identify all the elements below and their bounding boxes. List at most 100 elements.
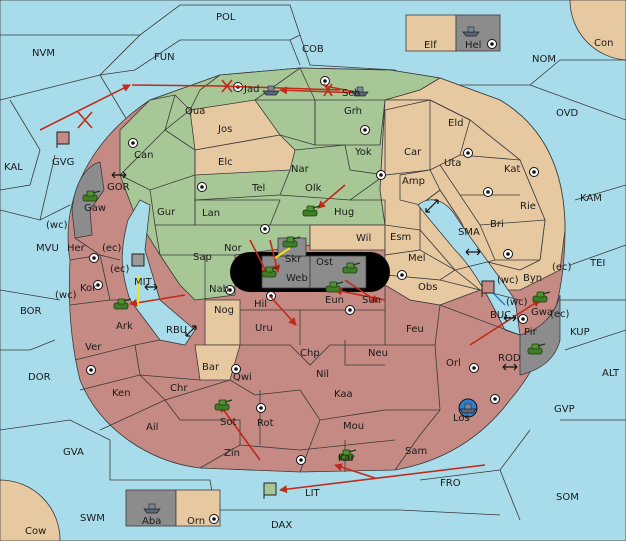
label-kor: Kor (80, 283, 97, 294)
label-kaa: Kaa (334, 389, 353, 400)
label-sot: Sot (220, 417, 236, 428)
label-nab: Nab (209, 284, 229, 295)
label-nil: Nil (316, 369, 329, 380)
label-nar: Nar (291, 164, 310, 175)
label-grh: Grh (344, 106, 362, 117)
label-gwa: Gwa (531, 307, 553, 318)
sea-borders (0, 4, 626, 521)
label-lit: LIT (305, 488, 321, 499)
coast-label: (wc) (55, 290, 77, 301)
label-kat: Kat (504, 164, 521, 175)
label-elf: Elf (424, 40, 437, 51)
label-obs: Obs (418, 282, 437, 293)
label-uta: Uta (444, 158, 461, 169)
label-hug: Hug (334, 207, 354, 218)
flag-icon (131, 253, 145, 267)
province-pir[interactable] (519, 294, 561, 376)
label-hel: Hel (465, 40, 481, 51)
label-yok: Yok (354, 147, 372, 158)
label-bor: BOR (20, 306, 42, 317)
label-chr: Chr (170, 383, 188, 394)
coast-label: (wc) (506, 297, 528, 308)
label-orl: Orl (446, 358, 461, 369)
label-wil: Wil (356, 233, 371, 244)
label-amp: Amp (402, 176, 425, 187)
label-neu: Neu (368, 348, 388, 359)
label-kup: KUP (570, 327, 590, 338)
province-amp[interactable] (399, 169, 441, 206)
label-sun: Sun (362, 295, 381, 306)
province-labels: POL NVM FUN COB NOM Con Elf Hel OVD KAL … (4, 12, 620, 537)
label-tei: TEI (589, 258, 605, 269)
label-gva: GVA (63, 447, 84, 458)
sea-sma[interactable] (417, 199, 521, 336)
label-esm: Esm (390, 232, 411, 243)
label-web: Web (286, 273, 308, 284)
label-ovd: OVD (556, 108, 579, 119)
label-cob: COB (302, 44, 324, 55)
label-mel: Mel (408, 253, 426, 264)
label-mit: MIT (134, 277, 153, 288)
label-los: Los (453, 413, 470, 424)
coast-label: (ec) (102, 243, 122, 254)
label-can: Can (134, 150, 153, 161)
label-kar: Kar (338, 453, 356, 464)
label-rot: Rot (257, 418, 274, 429)
label-nvm: NVM (32, 48, 55, 59)
label-swm: SWM (80, 513, 105, 524)
coast-label: (ec) (550, 309, 570, 320)
label-byn: Byn (523, 273, 542, 284)
label-ost: Ost (316, 257, 333, 268)
label-gvg: GVG (52, 157, 74, 168)
label-nom: NOM (532, 54, 556, 65)
label-olk: Olk (305, 183, 322, 194)
label-mou: Mou (343, 421, 364, 432)
label-fun: FUN (154, 52, 175, 63)
label-gur: Gur (157, 207, 176, 218)
province-wil[interactable] (309, 224, 386, 251)
label-rbu: RBU (166, 325, 187, 336)
label-eun: Eun (325, 295, 344, 306)
label-rie: Rie (520, 201, 536, 212)
coast-label: (ec) (110, 264, 130, 275)
label-cow: Cow (25, 526, 46, 537)
label-her: Her (67, 243, 86, 254)
province-cow[interactable] (0, 479, 61, 541)
label-fro: FRO (440, 478, 461, 489)
sea-rbu[interactable] (121, 199, 196, 346)
label-tel: Tel (251, 183, 265, 194)
supply-centers (86, 39, 539, 524)
label-hil: Hil (254, 299, 267, 310)
label-jad: Jad (243, 84, 259, 95)
province-car[interactable] (384, 99, 431, 176)
label-orn: Orn (187, 516, 205, 527)
label-pir: Pir (524, 327, 538, 338)
coast-label: (ec) (552, 262, 572, 273)
label-car: Car (404, 147, 422, 158)
label-gvp: GVP (554, 404, 575, 415)
label-ver: Ver (85, 342, 102, 353)
units (56, 26, 551, 514)
label-nog: Nog (214, 305, 234, 316)
label-kal: KAL (4, 162, 23, 173)
label-ken: Ken (112, 388, 131, 399)
province-elf[interactable] (405, 14, 457, 52)
label-dax: DAX (271, 520, 292, 531)
label-dor: DOR (28, 372, 51, 383)
label-lan: Lan (202, 208, 220, 219)
label-aba: Aba (142, 516, 161, 527)
label-alt: ALT (602, 368, 620, 379)
label-gaw: Gaw (84, 203, 106, 214)
land-borders (69, 67, 546, 473)
label-nor: Nor (224, 243, 243, 254)
label-buc: BUC (490, 310, 511, 321)
label-elc: Elc (218, 157, 233, 168)
label-qwi: Qwi (233, 372, 252, 383)
label-eld: Eld (448, 118, 463, 129)
order-arrows (39, 79, 541, 494)
label-gor: GOR (107, 182, 130, 193)
label-jos: Jos (217, 124, 232, 135)
province-con[interactable] (569, 0, 626, 61)
label-ail: Ail (146, 422, 158, 433)
